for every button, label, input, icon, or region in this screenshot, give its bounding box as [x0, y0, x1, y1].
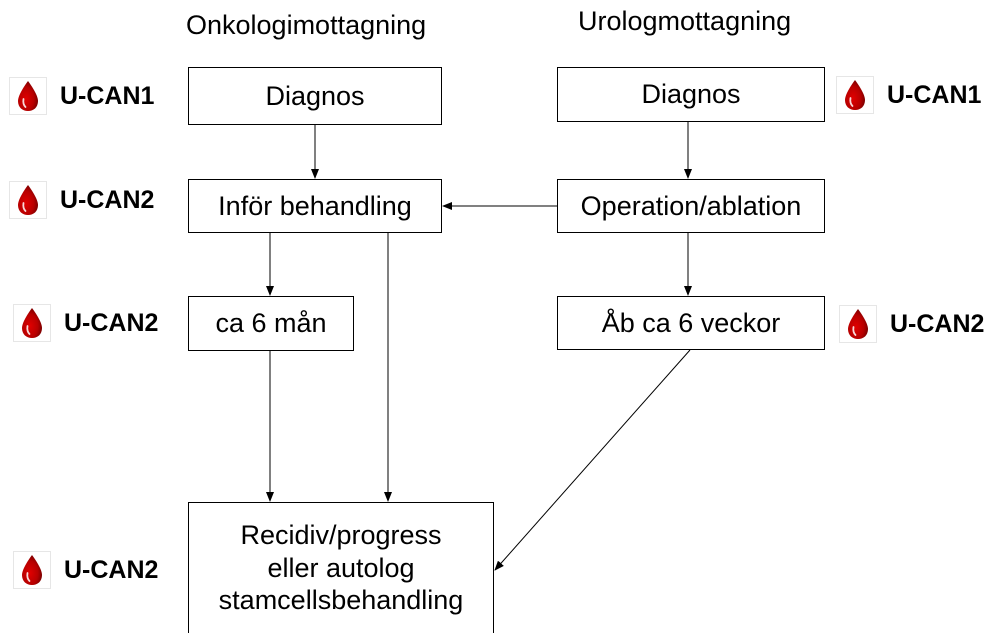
sample-label-text: U-CAN2 — [60, 185, 155, 214]
diagnosis-box-oncology: Diagnos — [188, 67, 442, 125]
oncology-clinic-heading: Onkologimottagning — [186, 10, 427, 40]
diagnosis-box-urology: Diagnos — [557, 67, 825, 122]
sample-label-left-4: U-CAN2 — [13, 551, 158, 589]
blood-drop-icon — [9, 77, 47, 115]
arrow-ab-to-recidiv — [494, 349, 691, 571]
blood-drop-icon — [13, 304, 51, 342]
pre-treatment-box: Inför behandling — [188, 179, 442, 233]
recurrence-line-3: stamcellsbehandling — [218, 585, 464, 616]
sample-label-text: U-CAN2 — [64, 555, 159, 584]
follow-up-six-weeks-box: Åb ca 6 veckor — [557, 296, 825, 350]
blood-drop-icon — [839, 305, 877, 343]
recurrence-line-1: Recidiv/progress — [240, 519, 442, 550]
sample-label-left-3: U-CAN2 — [13, 304, 158, 342]
urology-clinic-heading: Urologmottagning — [578, 6, 792, 36]
recurrence-line-2: eller autolog — [267, 552, 415, 583]
sample-label-right-2: U-CAN2 — [839, 305, 984, 343]
blood-drop-icon — [9, 181, 47, 219]
surgery-ablation-box: Operation/ablation — [557, 179, 825, 233]
recurrence-box: Recidiv/progress eller autolog stamcells… — [188, 502, 494, 633]
sample-label-text: U-CAN1 — [887, 80, 982, 109]
six-months-box: ca 6 mån — [188, 296, 354, 351]
sample-label-text: U-CAN1 — [60, 81, 155, 110]
blood-drop-icon — [13, 551, 51, 589]
sample-label-left-1: U-CAN1 — [9, 77, 154, 115]
sample-label-right-1: U-CAN1 — [836, 76, 981, 114]
sample-label-text: U-CAN2 — [890, 309, 985, 338]
sample-label-left-2: U-CAN2 — [9, 181, 154, 219]
sample-label-text: U-CAN2 — [64, 308, 159, 337]
blood-drop-icon — [836, 76, 874, 114]
